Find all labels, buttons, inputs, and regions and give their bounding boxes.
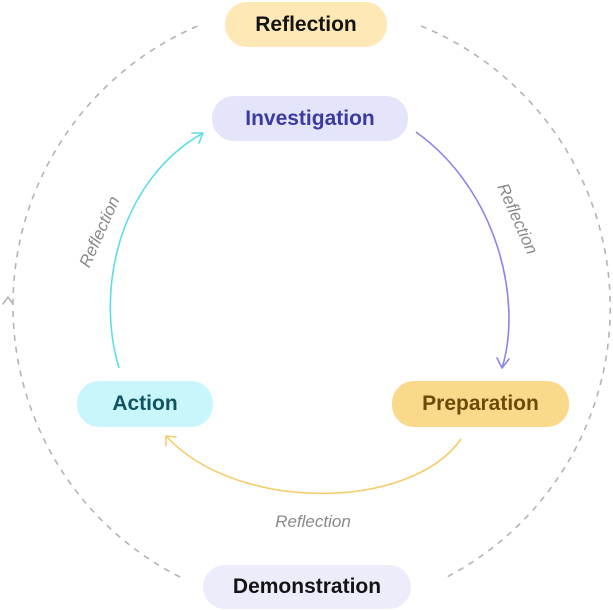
outer-cycle-arrowhead-icon bbox=[2, 296, 14, 305]
arrow-investigation-to-preparation-head-icon bbox=[496, 357, 510, 369]
node-action-label: Action bbox=[112, 392, 178, 415]
outer-cycle-arc-left bbox=[12, 24, 201, 578]
node-reflection-top-label: Reflection bbox=[255, 12, 357, 36]
node-reflection-top: Reflection bbox=[225, 2, 387, 47]
node-investigation-label: Investigation bbox=[245, 106, 375, 130]
arrow-action-to-investigation bbox=[109, 132, 204, 369]
arrow-preparation-to-action-head-icon bbox=[165, 435, 177, 447]
node-investigation: Investigation bbox=[212, 96, 408, 141]
arrow-label-bottom: Reflection bbox=[275, 512, 351, 531]
node-demonstration: Demonstration bbox=[203, 565, 411, 609]
arrow-action-to-investigation-head-icon bbox=[191, 132, 204, 144]
node-action: Action bbox=[77, 381, 213, 427]
arrow-investigation-to-preparation bbox=[415, 131, 510, 369]
outer-cycle-arc-right bbox=[420, 25, 612, 580]
node-demonstration-label: Demonstration bbox=[232, 575, 382, 598]
arrow-preparation-to-action bbox=[165, 435, 462, 495]
node-preparation: Preparation bbox=[392, 381, 569, 427]
node-preparation-label: Preparation bbox=[422, 392, 539, 415]
